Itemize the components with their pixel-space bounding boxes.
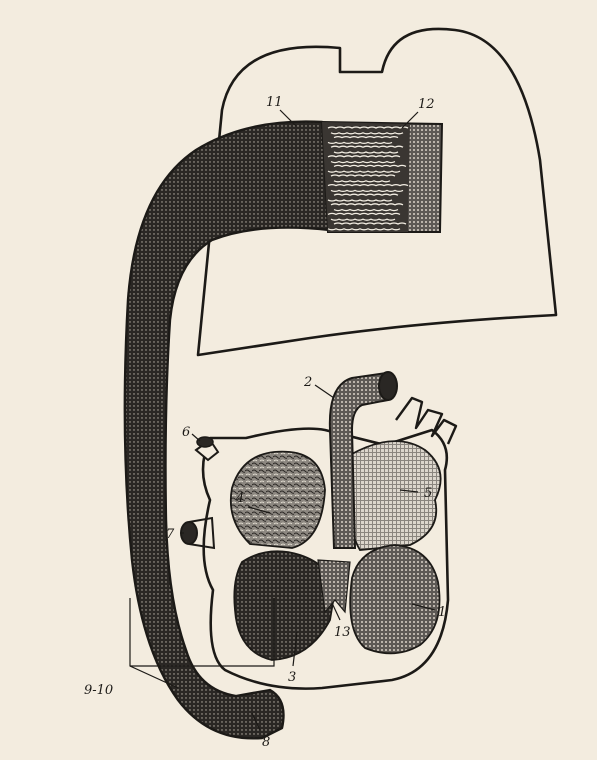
label-9-10: 9-10 bbox=[84, 683, 113, 698]
capillary-bed bbox=[322, 122, 442, 232]
label-8: 8 bbox=[262, 735, 270, 750]
label-7: 7 bbox=[166, 527, 175, 542]
label-3: 3 bbox=[288, 670, 296, 685]
right-atrium bbox=[231, 452, 325, 548]
label-13: 13 bbox=[334, 625, 351, 640]
label-4: 4 bbox=[235, 491, 244, 506]
label-6: 6 bbox=[182, 425, 190, 440]
label-11: 11 bbox=[266, 95, 283, 110]
vessel-6-opening bbox=[197, 437, 213, 447]
label-2: 2 bbox=[303, 375, 312, 390]
label-12: 12 bbox=[418, 97, 435, 112]
left-ventricle bbox=[350, 545, 439, 653]
label-1: 1 bbox=[438, 605, 446, 620]
aorta-opening bbox=[379, 372, 397, 400]
label-5: 5 bbox=[424, 486, 432, 501]
